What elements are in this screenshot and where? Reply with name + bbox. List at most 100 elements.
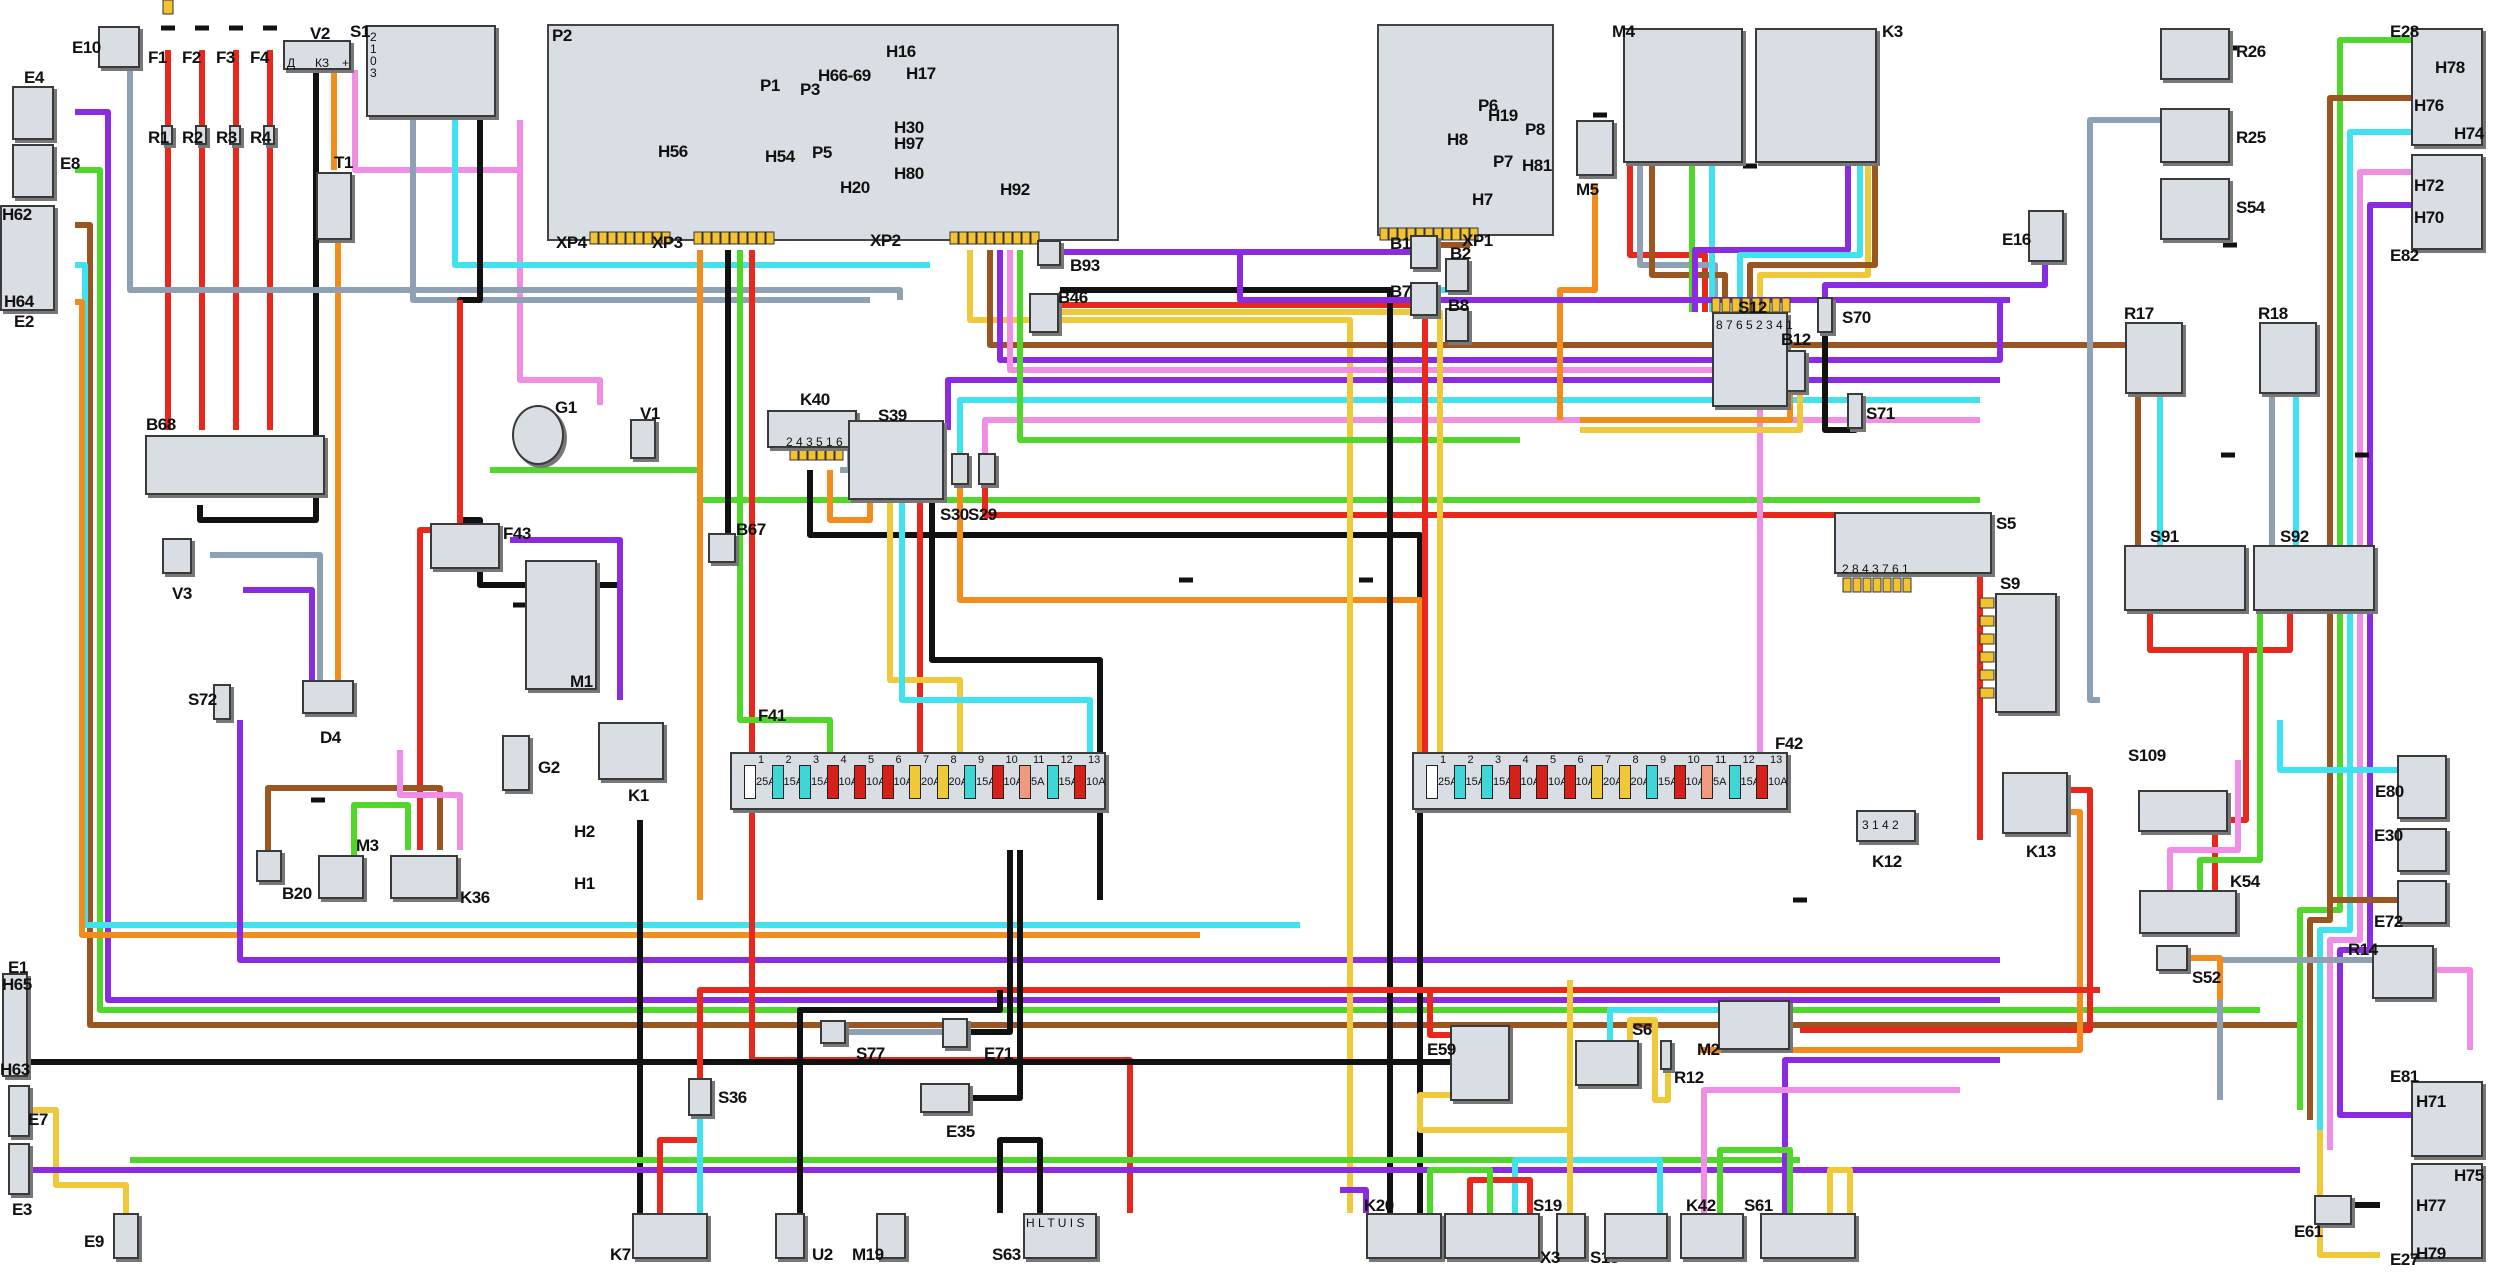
label-v2: V2 bbox=[310, 24, 330, 43]
switch-s39 bbox=[848, 420, 944, 500]
label-h56: H56 bbox=[658, 142, 688, 161]
fuse-number: 12 bbox=[1060, 754, 1073, 766]
label-b7: B7 bbox=[1390, 282, 1411, 301]
xp3-pin bbox=[765, 231, 775, 245]
relay-k54 bbox=[2139, 890, 2237, 934]
switch-s30 bbox=[951, 453, 969, 485]
fuse-rating: 15A bbox=[1740, 776, 1761, 788]
wire-grey-r14 bbox=[2217, 957, 2372, 1100]
label-s63: S63 bbox=[992, 1245, 1021, 1264]
label-f2: F2 bbox=[182, 48, 201, 67]
motor-m3 bbox=[318, 855, 364, 899]
s1-pos-2: 2 bbox=[370, 30, 377, 44]
label-s77: S77 bbox=[856, 1044, 885, 1063]
ignition-switch-s1 bbox=[366, 25, 496, 117]
label-h81: H81 bbox=[1522, 156, 1552, 175]
label-p3: P3 bbox=[800, 80, 820, 99]
wire-cyan-s1 bbox=[452, 117, 930, 268]
wire-cyan-h74 bbox=[2317, 129, 2411, 1140]
wire-yellow-xp2 bbox=[967, 250, 1353, 1213]
switch-s61 bbox=[1760, 1213, 1856, 1259]
wire-orange-b12 bbox=[1580, 392, 1793, 423]
fuse-1 bbox=[1426, 765, 1438, 799]
label-h7: H7 bbox=[1472, 190, 1493, 209]
fuse-4 bbox=[826, 765, 839, 799]
label-xp4: XP4 bbox=[556, 233, 587, 252]
heater-r14 bbox=[2372, 945, 2434, 999]
s5-pin bbox=[1882, 577, 1892, 593]
battery-g2 bbox=[502, 735, 530, 791]
wire-purple-e4 bbox=[75, 109, 2000, 1003]
wire-black-h63 bbox=[30, 1059, 1483, 1080]
label-e30: E30 bbox=[2374, 826, 2403, 845]
xp4-pin bbox=[616, 231, 626, 245]
wire-purple-s70 bbox=[1822, 262, 2048, 297]
xp4-pin bbox=[625, 231, 635, 245]
wire-pink-k36 bbox=[397, 750, 463, 850]
label-r17: R17 bbox=[2124, 304, 2154, 323]
label-e16: E16 bbox=[2002, 230, 2031, 249]
wire-red-s91-s92 bbox=[2147, 611, 2293, 653]
wire-pink-k42 bbox=[1701, 1087, 1960, 1213]
xp2-pin bbox=[967, 231, 977, 245]
label-s61: S61 bbox=[1744, 1196, 1773, 1215]
label-e9: E9 bbox=[84, 1232, 104, 1251]
wire-cyan-h64 bbox=[75, 262, 1300, 928]
label-e7: E7 bbox=[28, 1110, 48, 1129]
fuse-6 bbox=[881, 765, 894, 799]
s5-pin bbox=[1842, 577, 1852, 593]
xp3-pin bbox=[747, 231, 757, 245]
label-b2: B2 bbox=[1450, 244, 1471, 263]
k12-pins: 3 1 4 2 bbox=[1862, 818, 1899, 832]
switch-s19 bbox=[1444, 1213, 1540, 1259]
fuse-rating: 20A bbox=[948, 776, 969, 788]
fuse-2 bbox=[1453, 765, 1466, 799]
xp1-pin bbox=[1397, 227, 1407, 241]
label-s1: S1 bbox=[350, 22, 370, 41]
wire-yellow-h79 bbox=[2317, 1130, 2380, 1258]
label-h72: H72 bbox=[2414, 176, 2444, 195]
headlamp-e2 bbox=[0, 205, 55, 311]
xp3-pin bbox=[702, 231, 712, 245]
label-k20: K20 bbox=[1364, 1196, 1394, 1215]
wire-grey-e10 bbox=[127, 70, 903, 300]
wire-cyan-s6 bbox=[1607, 1007, 1718, 1040]
label-k54: K54 bbox=[2230, 872, 2260, 891]
label-h62: H62 bbox=[2, 205, 32, 224]
fuse-rating: 20A bbox=[1603, 776, 1623, 788]
lamp-e9 bbox=[113, 1213, 139, 1259]
s5-pins: 2 8 4 3 7 6 1 bbox=[1842, 562, 1909, 576]
fuse-rating: 10A bbox=[1768, 776, 1788, 788]
label-f41: F41 bbox=[758, 706, 786, 725]
xp1-pin bbox=[1442, 227, 1452, 241]
xp2-pin bbox=[1030, 231, 1040, 245]
s5-pin bbox=[1902, 577, 1912, 593]
fuse-number: 3 bbox=[813, 754, 820, 766]
label-h8: H8 bbox=[1447, 130, 1468, 149]
fuse-number: 6 bbox=[1577, 754, 1584, 766]
xp3-pin bbox=[756, 231, 766, 245]
lamp-e72 bbox=[2397, 880, 2447, 924]
wire-red-k36 bbox=[417, 300, 463, 850]
label-h19: H19 bbox=[1488, 106, 1518, 125]
wire-orange-k13 bbox=[1700, 809, 2083, 1053]
label-g1: G1 bbox=[555, 398, 577, 417]
wire-green-k42 bbox=[1717, 1147, 1793, 1213]
label-g2: G2 bbox=[538, 758, 560, 777]
fuse-3 bbox=[799, 765, 811, 799]
xp2-pin bbox=[1003, 231, 1013, 245]
label-s9: S9 bbox=[2000, 574, 2020, 593]
switch-s72 bbox=[213, 684, 231, 720]
label-e72: E72 bbox=[2374, 912, 2403, 931]
fuse-rating: 15A bbox=[811, 776, 831, 788]
wire-pink-h72 bbox=[2327, 169, 2411, 1150]
label-k1: K1 bbox=[628, 786, 649, 805]
wire-red-s19 bbox=[1467, 1177, 1533, 1213]
label-h17: H17 bbox=[906, 64, 936, 83]
label-r26: R26 bbox=[2236, 42, 2266, 61]
s9-pin bbox=[1979, 651, 1995, 663]
wire-black-b46 bbox=[1060, 287, 1393, 1213]
label-e59: E59 bbox=[1427, 1040, 1456, 1059]
label-m5: M5 bbox=[1576, 180, 1599, 199]
